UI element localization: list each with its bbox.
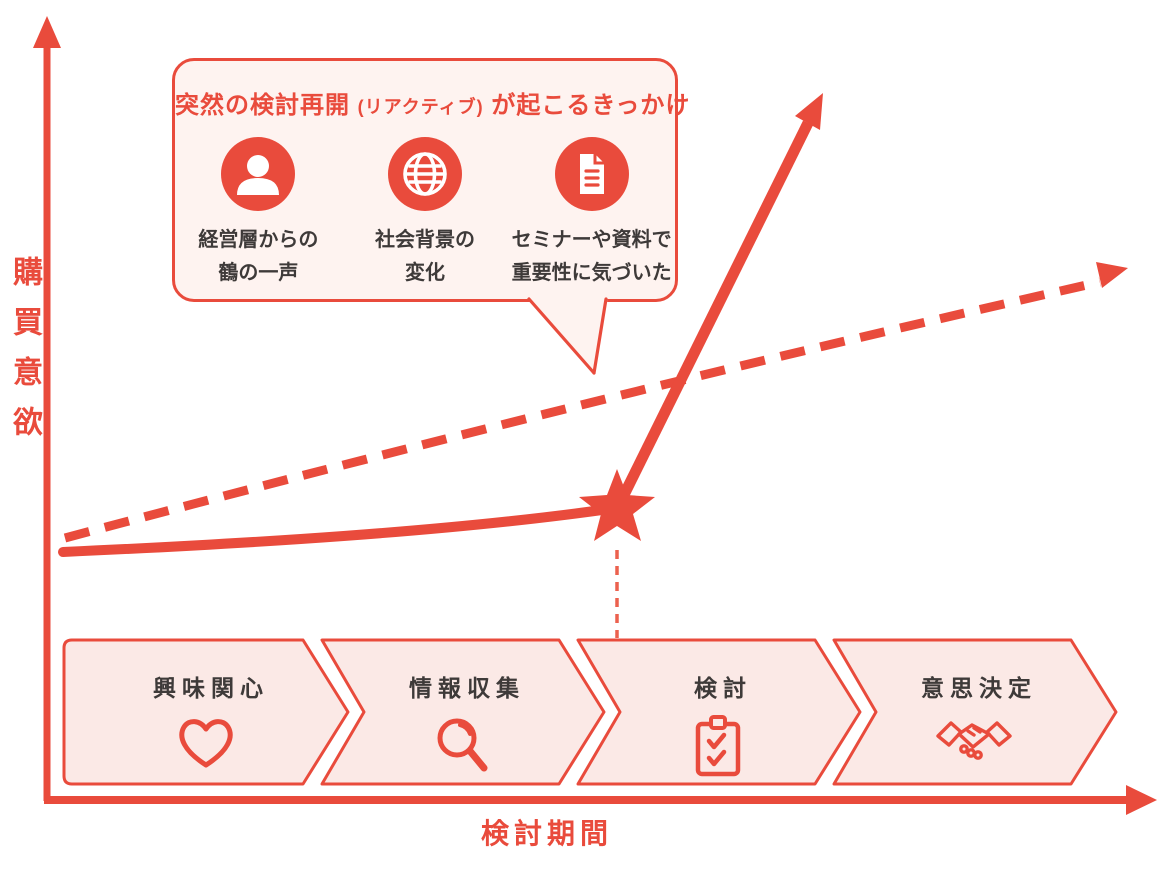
stage-chevron [62,638,350,786]
callout-item-label: 社会背景の 変化 [375,229,475,284]
stage-chevron [576,638,862,786]
stage-label: 興味関心 [153,675,269,701]
document-icon [554,137,629,211]
person-icon [221,137,296,211]
dashed-trend-arrowhead-icon [1096,262,1128,288]
stage-consideration: 検討 [572,637,864,787]
stage-label: 検討 [694,675,752,701]
callout-item-executive: 経営層からの 鶴の一声 [175,137,342,290]
callout-title: 突然の検討再開 (リアクティブ) が起こるきっかけ [175,85,689,120]
stage-chevron [832,638,1118,786]
dashed-trend-line [63,277,1101,543]
checklist-icon [572,713,864,779]
x-axis-label: 検討期間 [480,818,613,849]
callout-item-society: 社会背景の 変化 [342,137,509,290]
stage-interest: 興味関心 [60,637,352,787]
stage-research: 情報収集 [316,637,608,787]
stage-label: 情報収集 [409,675,525,701]
callout-item-label: 経営層からの 鶴の一声 [198,229,319,284]
callout-title-main: 突然の検討再開 [175,92,350,119]
callout-item-seminar: セミナーや資料で 重要性に気づいた [508,137,675,290]
callout-item-label: セミナーや資料で 重要性に気づいた [511,229,672,284]
gradual-intent-curve [58,503,621,557]
x-axis-arrowhead-icon [1126,785,1157,815]
stage-chevron [320,638,606,786]
callout-title-paren: (リアクティブ) [357,97,484,117]
handshake-icon [828,713,1120,765]
stage-decision: 意思決定 [828,637,1120,787]
trigger-callout: 突然の検討再開 (リアクティブ) が起こるきっかけ 経営層からの 鶴の一声 [172,58,689,302]
x-axis [44,785,1157,815]
search-icon [316,713,608,777]
spike-arrowhead-icon [795,93,823,130]
y-axis-arrowhead-icon [33,16,61,48]
star-marker-icon [579,469,655,541]
stage-label: 意思決定 [921,675,1037,701]
heart-icon [60,713,352,771]
globe-icon [388,137,462,211]
callout-items: 経営層からの 鶴の一声 社会背景の 変化 [175,137,675,290]
y-axis-label: 購買意欲 [8,256,41,456]
callout-title-rest: が起こるきっかけ [491,92,691,119]
